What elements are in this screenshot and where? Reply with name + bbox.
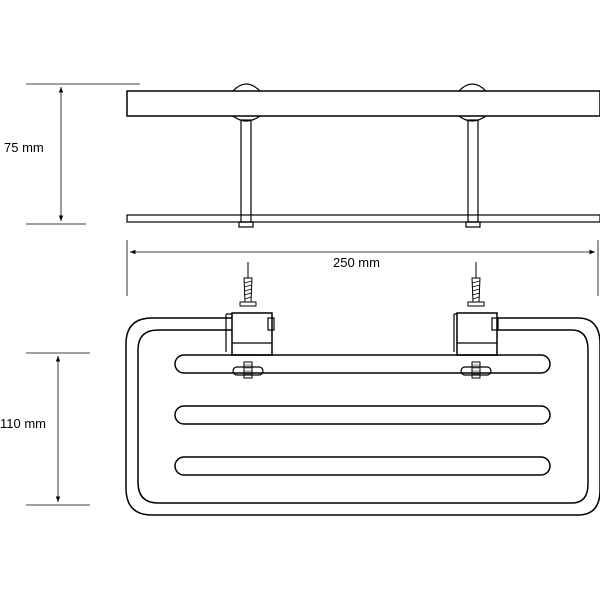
bracket-left [225,312,275,356]
basket-frame-inner [137,329,589,504]
post-foot-right [465,221,481,228]
screw-left [239,262,257,307]
depth-label: 110 mm [0,416,46,431]
depth-dimension: 110 mm [0,352,90,506]
mount-plate-left [232,115,261,122]
wall-disc-right [458,83,487,92]
mount-plate-right [458,115,487,122]
top-view [125,262,600,516]
screw-right [467,262,485,307]
width-dimension: 250 mm [126,240,599,296]
bracket-right [453,312,499,356]
basket-frame-outer [125,317,600,516]
wall-disc-left [232,83,261,92]
height-label: 75 mm [4,140,44,155]
basket-slot-2 [174,405,551,425]
wall-anchor-left [232,361,264,379]
post-left [240,119,252,223]
glass-shelf [126,214,600,223]
shelf-top-bar [126,90,600,117]
width-label: 250 mm [333,255,380,270]
wall-anchor-right [460,361,492,379]
basket-slot-3 [174,456,551,476]
post-right [467,119,479,223]
height-dimension: 75 mm [4,83,140,225]
post-foot-left [238,221,254,228]
basket-slot-1 [174,354,551,374]
front-view [126,83,600,228]
